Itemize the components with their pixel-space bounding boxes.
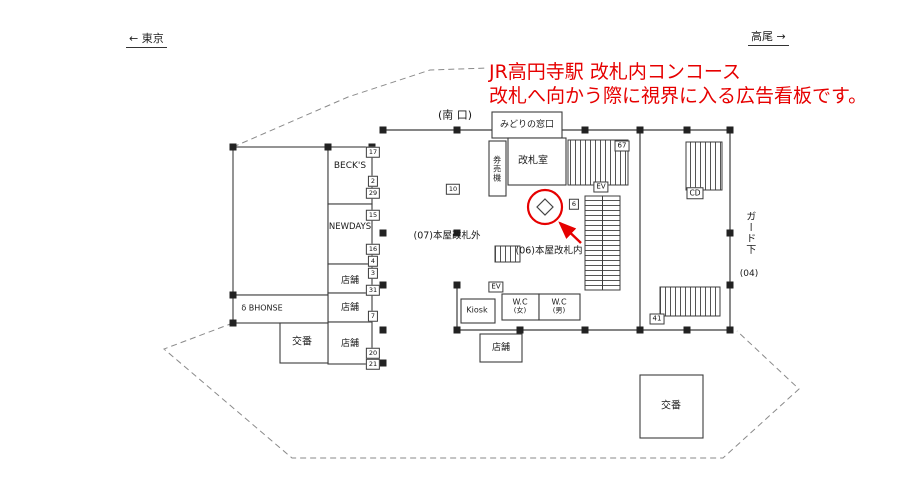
south-exit-label: (南 口) (437, 108, 473, 122)
outside-gates-label: (07)本屋改札外 (413, 230, 481, 242)
bhonse-room (232, 294, 329, 324)
police-box-room-2 (639, 374, 704, 439)
ad-location-box: 17 (365, 146, 381, 158)
billboard-diamond (536, 198, 554, 216)
kaisatsu-room-label: 改札室 (518, 155, 548, 167)
shop-room-4 (479, 333, 523, 363)
kiosk-label: Kiosk (466, 305, 488, 315)
location-number-67: 67 (614, 140, 630, 152)
cd-box: CD (686, 187, 704, 199)
police-box-room-1 (279, 322, 329, 364)
tokyo-label: 東京 (141, 32, 164, 45)
ad-location-box: 2 (367, 175, 379, 187)
stairs (567, 139, 723, 317)
shop-room-1 (327, 263, 373, 294)
ticket-machines-strip (488, 140, 507, 197)
newdays-label: NEWDAYS (328, 222, 372, 233)
site-boundary-dashed (163, 322, 800, 459)
stairs-top-right (685, 141, 723, 191)
takao-label: 高尾 (751, 30, 773, 43)
elevator-box-2: EV (488, 281, 504, 293)
annotation-line1: JR高円寺駅 改札内コンコース (489, 61, 741, 83)
location-number-6: 6 (568, 198, 580, 210)
police-box-label-2: 交番 (661, 400, 681, 412)
billboard-arrow (558, 221, 582, 244)
shop-room-3 (327, 321, 373, 365)
takao-arrow-icon: → (776, 30, 786, 43)
guard-under-label: ガード下 (743, 211, 755, 255)
annotation-leader-line (232, 67, 489, 148)
newdays-room (327, 203, 373, 265)
ad-location-box: 21 (365, 358, 381, 370)
ad-location-box: 16 (365, 243, 381, 255)
shop-label-3: 店舗 (340, 338, 360, 349)
midori-window-label: みどりの窓口 (499, 119, 555, 130)
location-number-10: 10 (445, 183, 461, 195)
bhonse-label: δ BHONSE (241, 303, 283, 313)
ad-location-box: 3 (367, 267, 379, 279)
tokyo-arrow-icon: ← (129, 32, 139, 45)
ad-location-box: 29 (365, 187, 381, 199)
location-number-41: 41 (649, 313, 665, 325)
rooms (232, 111, 704, 439)
inside-gates-label: (06)本屋改札内 (515, 245, 583, 257)
wc-men-room (538, 293, 581, 321)
direction-tokyo: ← 東京 (126, 30, 167, 48)
shop-label-1: 店舗 (340, 275, 360, 286)
kaisatsu-room (507, 137, 567, 186)
stairs-bottom-right (659, 286, 721, 317)
ad-location-box: 31 (365, 284, 381, 296)
wc-men-label: W.C (男) (551, 297, 567, 315)
wc-women-room (501, 293, 540, 321)
becks-label: BECK'S (333, 160, 367, 171)
shop-label-4: 店舗 (491, 342, 511, 353)
kiosk-room (460, 298, 496, 324)
billboard-marker (526, 188, 582, 244)
billboard-circle (526, 188, 564, 226)
ad-location-box: 20 (365, 347, 381, 359)
ad-location-box: 7 (367, 310, 379, 322)
annotation-line2: 改札へ向かう際に視界に入る広告看板です。 (489, 85, 868, 107)
ad-location-box: 15 (365, 209, 381, 221)
ticket-gates-hatch (494, 245, 521, 263)
ticket-machines-label: 券売機 (492, 155, 502, 183)
guard-number-label: (04) (739, 268, 759, 279)
left-hall-room (232, 146, 329, 296)
ad-location-box: 4 (367, 255, 379, 267)
shop-label-2: 店舗 (340, 302, 360, 313)
wc-women-label: W.C (女) (512, 297, 528, 315)
direction-takao: 高尾 → (748, 28, 789, 46)
elevator-box-1: EV (593, 181, 609, 193)
pillars (229, 126, 734, 368)
becks-room (327, 146, 373, 205)
police-box-label-1: 交番 (292, 336, 312, 348)
